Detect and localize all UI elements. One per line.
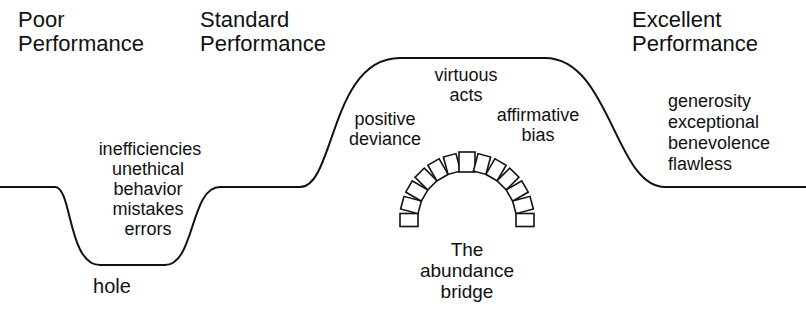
hole-term: unethical behavior	[112, 160, 184, 200]
hole-term: inefficiencies	[99, 140, 202, 160]
level-heading: Standard Performance	[200, 8, 326, 56]
bridge-name: The abundance bridge	[420, 240, 514, 303]
excellence-term: flawless	[668, 155, 732, 175]
ground-line	[0, 58, 806, 265]
hill-term: virtuous acts	[434, 66, 497, 106]
level-heading: Poor Performance	[18, 8, 144, 56]
hole-term: mistakes	[112, 200, 183, 220]
excellence-term: exceptional	[668, 113, 759, 133]
hill-term: affirmative bias	[497, 106, 580, 146]
level-heading: Excellent Performance	[632, 8, 758, 56]
excellence-term: generosity	[668, 92, 751, 112]
bridge-arch	[400, 152, 534, 227]
region-name: hole	[93, 275, 131, 297]
excellence-term: benevolence	[668, 134, 770, 154]
hole-term: errors	[124, 220, 171, 240]
hill-term: positive deviance	[349, 110, 421, 150]
